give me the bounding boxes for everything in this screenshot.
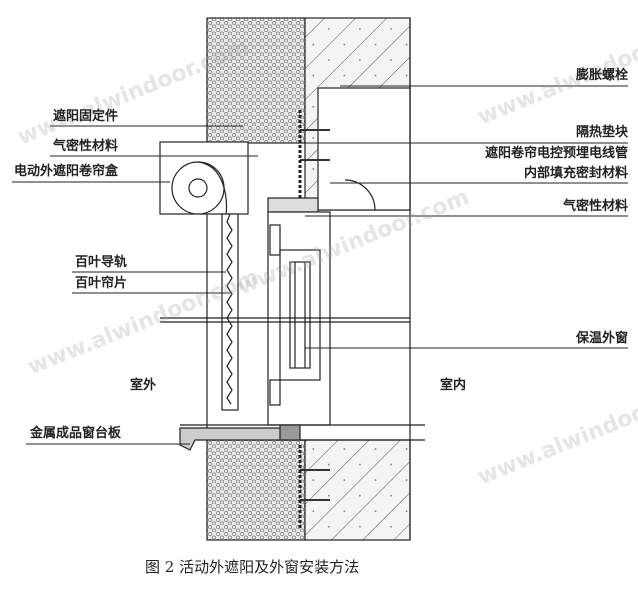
label-window: 保温外窗: [575, 331, 628, 346]
label-filling: 内部填充密封材料: [523, 166, 628, 181]
label-sill: 金属成品窗台板: [30, 426, 122, 441]
insulation-upper: [206, 17, 306, 144]
label-airtight-right: 气密性材料: [562, 199, 628, 214]
label-guide-rail: 百叶导轨: [75, 255, 128, 270]
label-anchor-bolt: 膨胀螺栓: [575, 68, 628, 83]
label-conduit: 遮阳卷帘电控预埋电线管: [484, 146, 628, 161]
label-indoor: 室内: [440, 378, 467, 393]
label-slats: 百叶帘片: [75, 276, 128, 291]
concrete-lower: [304, 439, 411, 541]
label-airtight-left: 气密性材料: [53, 139, 119, 154]
label-fixing: 遮阳固定件: [53, 109, 119, 124]
label-thermal-pad: 隔热垫块: [575, 125, 628, 140]
label-roller-box: 电动外遮阳卷帘盒: [14, 164, 119, 179]
insulation-lower: [206, 439, 306, 541]
label-outdoor: 室外: [130, 378, 157, 393]
figure-caption: 图 2 活动外遮阳及外窗安装方法: [145, 558, 360, 576]
